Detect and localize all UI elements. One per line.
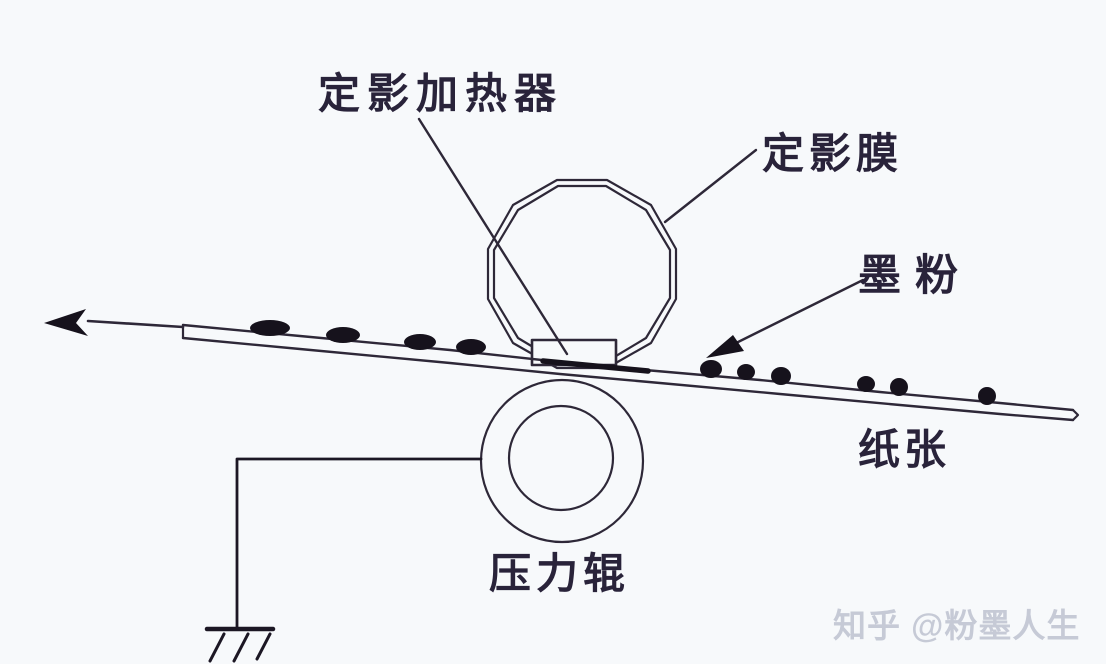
nip-fused-toner-line [540,358,651,374]
toner-leader-arrowhead [706,335,744,358]
label-fusing-film: 定影膜 [762,132,904,178]
fused-toner-marks [250,320,486,355]
fusing-film-inner-outline [492,184,672,364]
fusing-film-outer-outline [486,178,678,370]
unfused-toner-particles [700,360,996,405]
paper-direction-arrowhead [44,309,88,336]
label-fusing-heater: 定影加热器 [318,72,564,118]
zhihu-watermark: 知乎 @粉墨人生 [833,607,1081,644]
label-paper: 纸张 [858,428,951,474]
label-toner: 墨粉 [858,253,972,300]
pressure-roller-outer [479,378,645,544]
toner-leader-line [720,278,865,352]
heater-leader-line [417,117,569,356]
label-pressure-roller: 压力辊 [489,552,631,598]
film-leader-line [663,148,758,224]
paper-right-end [1071,408,1080,422]
ground-hatch-strokes [208,632,272,663]
paper-direction-arrow-stem [86,319,185,329]
ground-wire [235,457,483,631]
paper-bottom-edge [181,336,1075,422]
pressure-roller-inner [507,404,615,512]
